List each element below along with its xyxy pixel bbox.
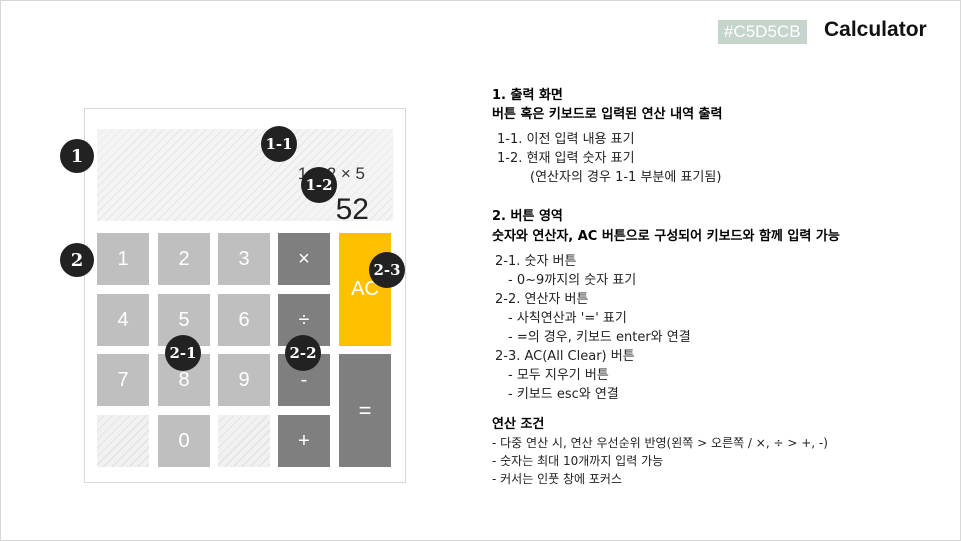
section-2-title: 2. 버튼 영역 (492, 209, 563, 224)
marker-2-3: 2-3 (369, 252, 405, 288)
key-add[interactable]: + (278, 415, 330, 467)
section-2-1: 2-1. 숫자 버튼 (495, 254, 577, 269)
section-1-item-2: 1-2. 현재 입력 숫자 표기 (497, 151, 635, 166)
marker-1-1: 1-1 (261, 126, 297, 162)
section-2-2-detail-2: - =의 경우, 키보드 enter와 연결 (508, 330, 691, 345)
calculator-display: 1 + 2 × 5 52 (97, 129, 393, 226)
section-3-title: 연산 조건 (492, 417, 545, 432)
section-1-title: 1. 출력 화면 (492, 88, 563, 103)
key-subtract[interactable]: - (278, 354, 330, 406)
key-3[interactable]: 3 (218, 233, 270, 285)
section-3-item-3: - 커서는 인풋 창에 포커스 (492, 472, 622, 486)
key-9[interactable]: 9 (218, 354, 270, 406)
section-2-1-detail: - 0~9까지의 숫자 표기 (508, 273, 637, 288)
page-title: Calculator (824, 18, 927, 41)
equals-button[interactable]: = (339, 354, 391, 467)
marker-1: 1 (60, 139, 94, 173)
section-2-subtitle: 숫자와 연산자, AC 버튼으로 구성되어 키보드와 함께 입력 가능 (492, 229, 840, 244)
marker-1-2: 1-2 (301, 167, 337, 203)
key-2[interactable]: 2 (158, 233, 210, 285)
key-6[interactable]: 6 (218, 294, 270, 346)
ac-button[interactable]: AC (339, 233, 391, 346)
section-3-item-1: - 다중 연산 시, 연산 우선순위 반영(왼쪽 > 오른쪽 / ×, ÷ > … (492, 436, 828, 450)
key-7[interactable]: 7 (97, 354, 149, 406)
section-2-3-detail-2: - 키보드 esc와 연결 (508, 387, 619, 402)
key-multiply[interactable]: × (278, 233, 330, 285)
section-2-2-detail-1: - 사칙연산과 '=' 표기 (508, 311, 627, 326)
marker-2-1: 2-1 (165, 335, 201, 371)
key-4[interactable]: 4 (97, 294, 149, 346)
current-input: 52 (335, 193, 369, 226)
section-1-item-1: 1-1. 이전 입력 내용 표기 (497, 132, 635, 147)
section-3-item-2: - 숫자는 최대 10개까지 입력 가능 (492, 454, 664, 468)
color-hex-chip: #C5D5CB (718, 20, 807, 44)
calculator: 1 + 2 × 5 52 1 2 3 × AC 4 5 6 ÷ 7 8 9 - … (84, 108, 406, 483)
empty-slot-right (218, 415, 270, 467)
key-0[interactable]: 0 (158, 415, 210, 467)
section-1-subtitle: 버튼 혹은 키보드로 입력된 연산 내역 출력 (492, 107, 723, 122)
section-2-2: 2-2. 연산자 버튼 (495, 292, 589, 307)
marker-2: 2 (60, 243, 94, 277)
key-5[interactable]: 5 (158, 294, 210, 346)
section-1-item-2-note: (연산자의 경우 1-1 부분에 표기됨) (530, 170, 722, 185)
section-2-3-detail-1: - 모두 지우기 버튼 (508, 368, 609, 383)
marker-2-2: 2-2 (285, 335, 321, 371)
key-1[interactable]: 1 (97, 233, 149, 285)
section-2-3: 2-3. AC(All Clear) 버튼 (495, 349, 635, 364)
empty-slot-left (97, 415, 149, 467)
